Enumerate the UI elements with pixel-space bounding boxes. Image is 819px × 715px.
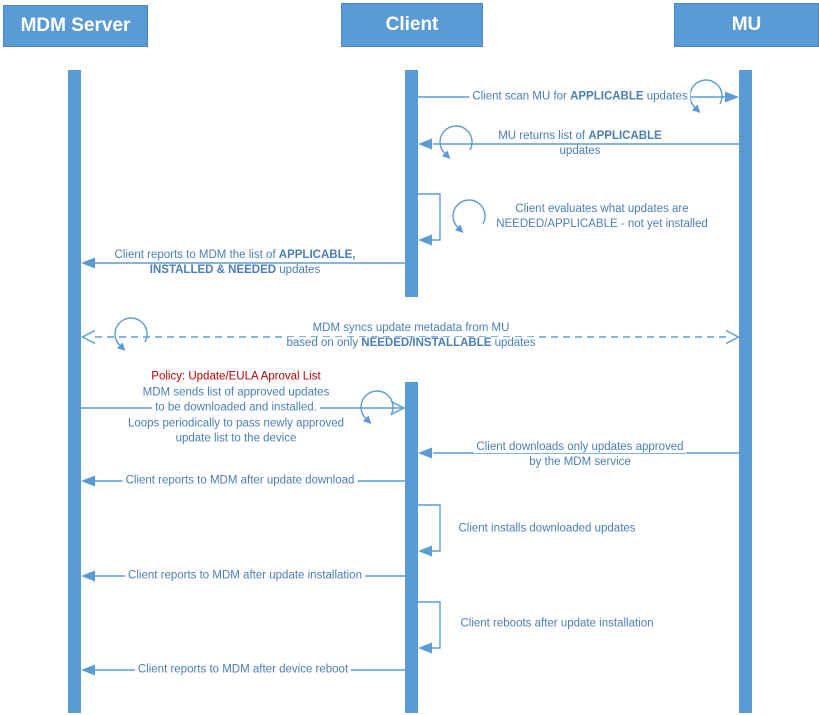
actor-client: Client: [341, 3, 483, 47]
text-run: updates: [643, 90, 688, 103]
text-run: by the MDM service: [526, 456, 634, 468]
actor-mdm-server: MDM Server: [3, 5, 148, 47]
text-run: Loops periodically to pass newly approve…: [124, 416, 348, 429]
message-mdm-syncs-metadata: MDM syncs update metadata from MU based …: [283, 321, 539, 351]
message-report-after-installation: Client reports to MDM after update insta…: [125, 569, 365, 584]
message-report-after-download: Client reports to MDM after update downl…: [122, 474, 358, 489]
text-run: updates: [556, 145, 604, 157]
text-run: Client reboots after update installation: [457, 617, 657, 630]
text-run: MDM sends list of approved updates: [139, 385, 333, 398]
text-run: to be downloaded and installed.: [152, 401, 320, 414]
text-run: Client reports to MDM after update downl…: [122, 474, 358, 487]
message-client-reports-list: Client reports to MDM the list of APPLIC…: [111, 248, 359, 278]
message-client-installs: Client installs downloaded updates: [455, 522, 639, 537]
actor-mu: MU: [674, 3, 819, 47]
lifeline-mu: [739, 70, 752, 713]
text-run-bold: NEEDED/INSTALLABLE: [361, 337, 492, 349]
loop-icon: [439, 125, 473, 160]
text-run-bold: APPLICABLE: [588, 130, 662, 142]
text-run-bold: APPLICABLE,: [278, 249, 356, 261]
message-client-reboots: Client reboots after update installation: [457, 617, 657, 632]
text-run: MU returns list of: [498, 130, 589, 142]
text-run: MDM syncs update metadata from MU: [309, 322, 513, 334]
text-run: updates: [491, 337, 536, 349]
policy-annotation: Policy: Update/EULA Aproval List: [148, 370, 324, 383]
text-run: NEEDED/APPLICABLE - not yet installed: [493, 218, 711, 230]
text-run: Client installs downloaded updates: [455, 522, 639, 535]
message-scan-mu: Client scan MU for APPLICABLE updates: [469, 90, 691, 105]
loop-icon: [114, 317, 148, 352]
text-run: Client reports to MDM the list of: [114, 249, 279, 261]
text-run-bold: APPLICABLE: [570, 90, 644, 103]
message-client-evaluates: Client evaluates what updates are NEEDED…: [493, 202, 711, 232]
text-run: updates: [276, 264, 321, 276]
loop-icon: [452, 199, 486, 234]
text-run: update list to the device: [172, 432, 300, 445]
text-run-bold: INSTALLED & NEEDED: [149, 264, 277, 276]
text-run: Client reports to MDM after device reboo…: [134, 663, 352, 676]
text-run: based on only: [286, 337, 362, 349]
lifeline-mdm-server: [68, 70, 81, 713]
text-run: Client evaluates what updates are: [512, 203, 692, 215]
message-policy-approved-updates: Policy: Update/EULA Aproval List MDM sen…: [124, 369, 348, 447]
text-run: Client scan MU for: [472, 90, 571, 103]
text-run: Client reports to MDM after update insta…: [125, 569, 365, 582]
message-mu-returns-list: MU returns list of APPLICABLE updates: [495, 129, 665, 159]
lifeline-client-upper: [405, 70, 418, 297]
message-report-after-reboot: Client reports to MDM after device reboo…: [134, 663, 352, 678]
lifeline-client-lower: [405, 382, 418, 713]
message-client-downloads: Client downloads only updates approved b…: [473, 440, 687, 470]
text-run: Client downloads only updates approved: [473, 441, 687, 453]
